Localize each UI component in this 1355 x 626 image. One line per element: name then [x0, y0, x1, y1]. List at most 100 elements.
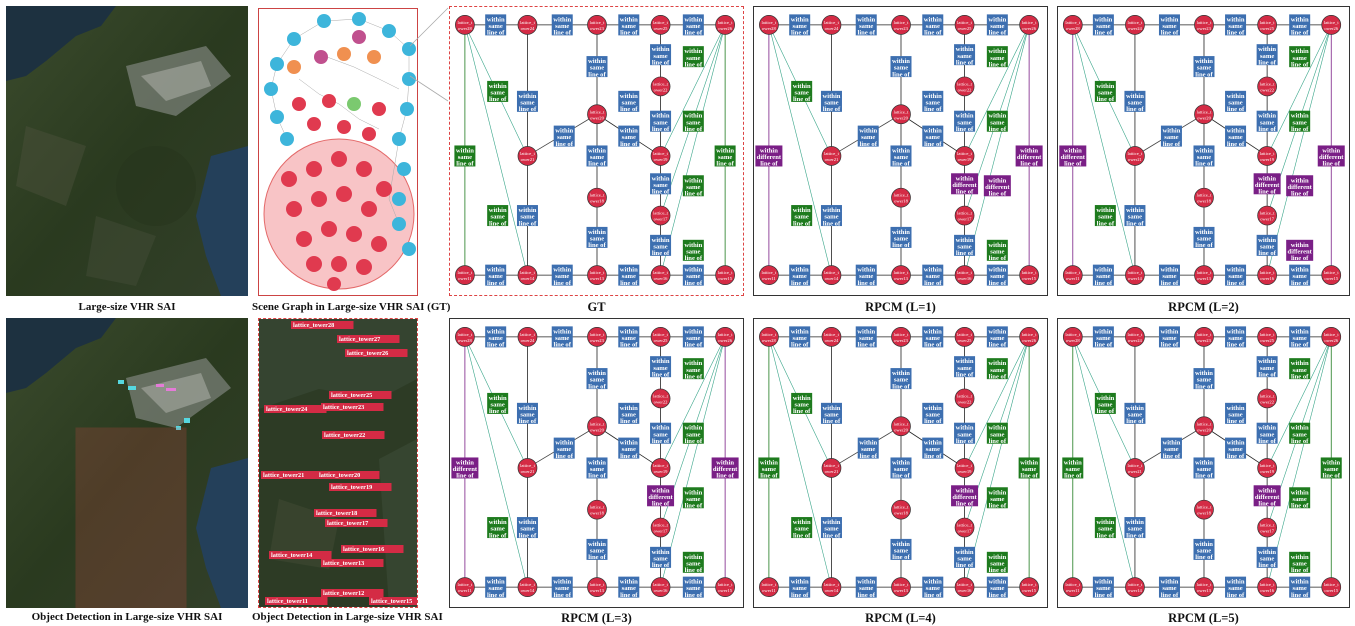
tower-node: lattice_t ower18 [587, 188, 606, 207]
svg-text:lattice_tower13: lattice_tower13 [323, 560, 364, 567]
svg-text:lattice_t: lattice_t [718, 20, 734, 25]
relation-label: withinsameline of [758, 457, 779, 479]
satellite-svg-top [6, 6, 248, 296]
svg-text:ower21: ower21 [1128, 469, 1142, 474]
svg-text:line of: line of [620, 30, 638, 37]
svg-text:lattice_t: lattice_t [1065, 20, 1081, 25]
svg-text:lattice_t: lattice_t [824, 582, 840, 587]
svg-text:line of: line of [1161, 30, 1179, 37]
svg-text:lattice_t: lattice_t [761, 582, 777, 587]
svg-text:lattice_t: lattice_t [957, 211, 973, 216]
svg-text:line of: line of [1095, 30, 1113, 37]
svg-text:lattice_t: lattice_t [894, 582, 910, 587]
tower-node: lattice_t ower16 [1258, 266, 1277, 285]
svg-text:line of: line of [791, 592, 809, 599]
relation-label: withinsameline of [454, 145, 475, 167]
svg-text:lattice_t: lattice_t [1197, 582, 1213, 587]
svg-text:ower14: ower14 [825, 588, 839, 593]
relation-label: withinsameline of [890, 368, 911, 390]
svg-text:line of: line of [1227, 342, 1245, 349]
tower-node: lattice_t ower28 [455, 327, 474, 346]
relation-label: withinsameline of [954, 111, 975, 133]
tower-node: lattice_t ower24 [822, 15, 841, 34]
tower-node: lattice_t ower16 [651, 578, 670, 597]
svg-text:line of: line of [1095, 280, 1113, 287]
svg-text:lattice_tower24: lattice_tower24 [266, 406, 308, 413]
relation-label: withinsameline of [1289, 423, 1310, 445]
relation-label: withinsameline of [586, 457, 607, 479]
svg-text:line of: line of [487, 280, 505, 287]
tower-node: lattice_t ower28 [759, 327, 778, 346]
relation-label: withinsameline of [1225, 265, 1246, 287]
svg-text:line of: line of [956, 188, 974, 195]
relation-label: withinsameline of [1289, 14, 1310, 36]
svg-text:line of: line of [793, 220, 811, 227]
svg-text:line of: line of [858, 30, 876, 37]
tower-node: lattice_t ower20 [1194, 417, 1213, 436]
tower-node: lattice_t ower22 [651, 77, 670, 96]
svg-text:ower24: ower24 [521, 338, 535, 343]
relation-label: withinsameline of [789, 14, 810, 36]
relation-label: withinsameline of [1095, 517, 1116, 539]
svg-text:line of: line of [989, 255, 1007, 262]
svg-text:lattice_t: lattice_t [653, 20, 669, 25]
tower-node: lattice_t ower23 [891, 327, 910, 346]
relation-label: withinsameline of [1062, 457, 1083, 479]
detection-crop-panel: lattice_tower28lattice_tower27lattice_to… [258, 318, 418, 608]
svg-text:ower23: ower23 [894, 26, 908, 31]
svg-text:ower11: ower11 [458, 588, 472, 593]
tower-node: lattice_t ower24 [1125, 15, 1144, 34]
tower-node: lattice_t ower25 [955, 327, 974, 346]
svg-text:ower20: ower20 [894, 427, 908, 432]
relation-label: withinsameline of [650, 44, 671, 66]
svg-text:line of: line of [793, 96, 811, 103]
svg-text:line of: line of [519, 106, 537, 113]
relation-label: withinsameline of [791, 81, 812, 103]
relation-label: withinsameline of [1225, 326, 1246, 348]
svg-text:lattice_t: lattice_t [653, 393, 669, 398]
tower-node: lattice_t ower28 [455, 15, 474, 34]
svg-text:ower23: ower23 [590, 338, 604, 343]
relation-label: withindifferentline of [951, 173, 978, 195]
tower-node: lattice_t ower19 [651, 458, 670, 477]
relation-label: withinsameline of [517, 403, 538, 425]
svg-text:lattice_tower26: lattice_tower26 [347, 350, 388, 357]
detection-label: lattice_tower27 [337, 335, 400, 343]
svg-text:lattice_t: lattice_t [894, 421, 910, 426]
tower-node: lattice_t ower17 [651, 206, 670, 225]
tower-node: lattice_t ower15 [1020, 266, 1039, 285]
relation-label: withinsameline of [1159, 326, 1180, 348]
svg-text:lattice_t: lattice_t [653, 270, 669, 275]
svg-text:ower26: ower26 [1324, 26, 1338, 31]
tower-node: lattice_t ower22 [1258, 389, 1277, 408]
svg-text:line of: line of [956, 562, 974, 569]
svg-text:line of: line of [1227, 280, 1245, 287]
relation-label: withinsameline of [789, 265, 810, 287]
svg-text:line of: line of [1227, 106, 1245, 113]
relation-label: withinsameline of [890, 539, 911, 561]
svg-text:lattice_tower23: lattice_tower23 [323, 404, 364, 411]
tower-node: lattice_t ower13 [587, 578, 606, 597]
svg-text:line of: line of [554, 592, 572, 599]
svg-text:ower19: ower19 [958, 157, 972, 162]
relation-label: withinsameline of [1193, 145, 1214, 167]
svg-text:lattice_t: lattice_t [1260, 393, 1276, 398]
relation-label: withinsameline of [954, 423, 975, 445]
svg-text:line of: line of [1258, 500, 1276, 507]
graph-svg: withinsameline of withinsameline of within… [754, 319, 1047, 607]
relation-label: withinsameline of [485, 326, 506, 348]
svg-text:lattice_t: lattice_t [957, 332, 973, 337]
svg-text:lattice_t: lattice_t [957, 20, 973, 25]
relation-label: withinsameline of [987, 111, 1008, 133]
svg-text:line of: line of [556, 453, 574, 460]
graph-panel-rpcm2: withinsameline of withinsameline of within… [1057, 6, 1350, 296]
svg-text:line of: line of [652, 250, 670, 257]
relation-label: withinsameline of [1257, 423, 1278, 445]
svg-text:lattice_t: lattice_t [520, 270, 536, 275]
svg-text:ower21: ower21 [825, 157, 839, 162]
svg-text:ower21: ower21 [521, 157, 535, 162]
